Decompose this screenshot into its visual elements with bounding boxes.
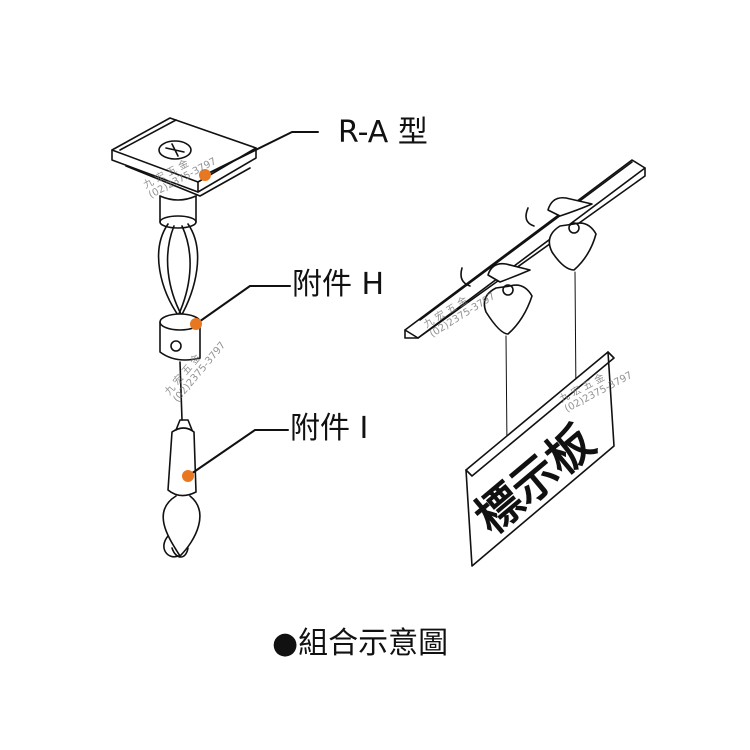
diagram-caption: ●組合示意圖 (272, 626, 449, 661)
marker-h (190, 318, 202, 330)
accessory-h-drawing (159, 313, 201, 421)
rail-drawing (404, 159, 646, 339)
sign-board-drawing (465, 351, 615, 567)
label-accessory-h: 附件 H (292, 267, 385, 302)
leader-lines (187, 131, 319, 477)
marker-i (182, 470, 194, 482)
marker-ra (199, 169, 211, 181)
label-accessory-i: 附件 I (290, 411, 369, 446)
ra-clip-drawing (111, 117, 257, 229)
cable-loop-drawing (157, 223, 199, 319)
label-ra-type: R-A 型 (338, 115, 428, 150)
accessory-i-drawing (162, 419, 201, 558)
